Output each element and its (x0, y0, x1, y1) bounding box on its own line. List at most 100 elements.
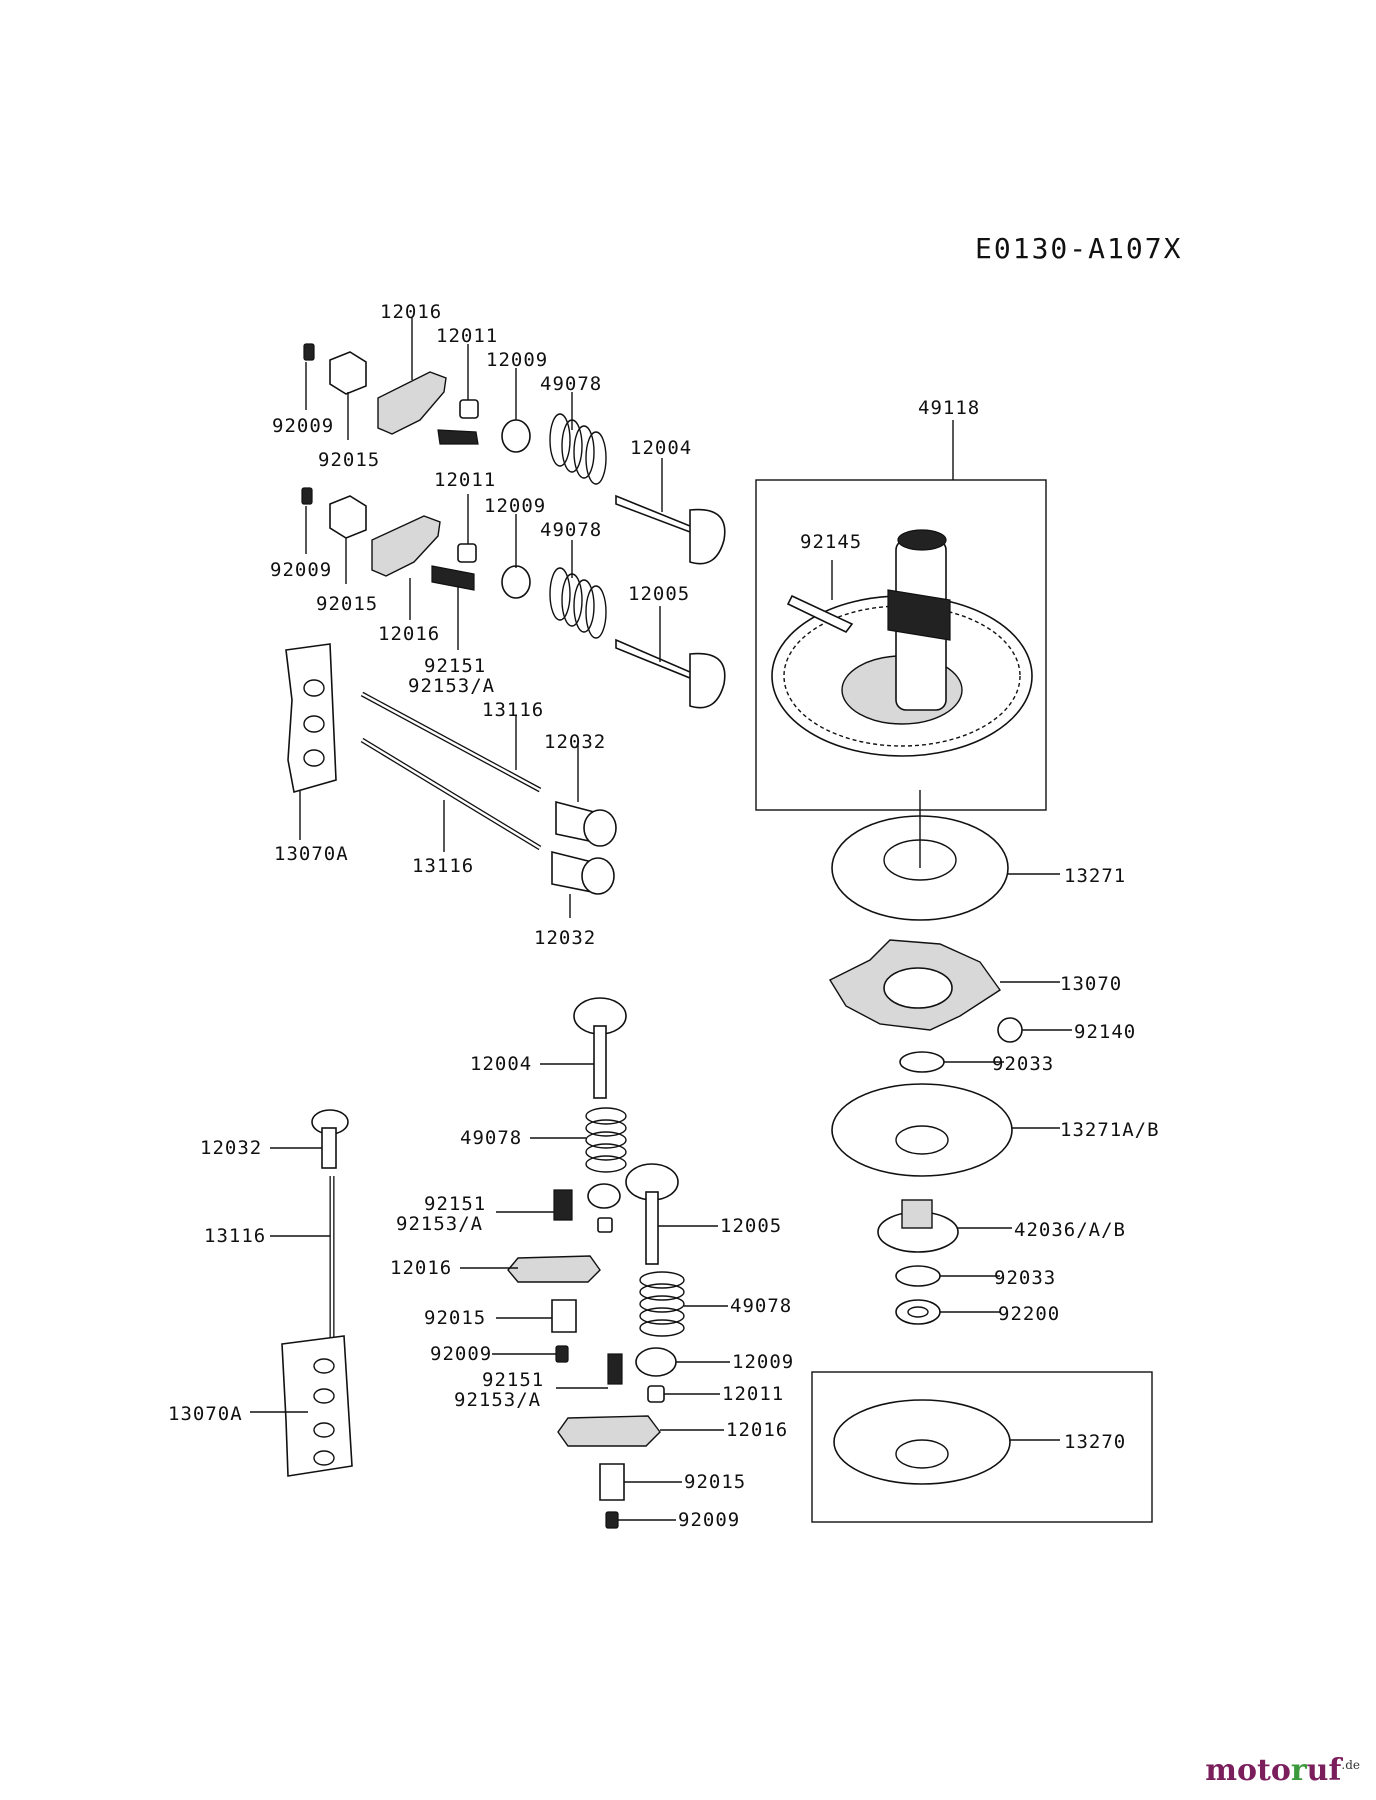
rocker-group-upper (303, 343, 726, 565)
watermark-brand-pre: moto (1205, 1753, 1291, 1788)
part-92015-a (329, 351, 367, 395)
label-13070A: 13070A (168, 1403, 243, 1425)
label-92151: 92151 (424, 655, 486, 677)
label-12009: 12009 (484, 495, 546, 517)
part-92009-a (303, 343, 315, 361)
label-12004: 12004 (630, 437, 692, 459)
label-12016: 12016 (380, 301, 442, 323)
part-92015-b (329, 495, 367, 539)
label-13270: 13270 (1064, 1431, 1126, 1453)
label-92140: 92140 (1074, 1021, 1136, 1043)
label-92153: 92153/A (396, 1213, 483, 1235)
label-12011: 12011 (722, 1383, 784, 1405)
part-13270-box (811, 1371, 1153, 1523)
part-12011-lower-a (597, 1217, 613, 1233)
label-12032: 12032 (544, 731, 606, 753)
label-12016: 12016 (378, 623, 440, 645)
label-49078: 49078 (460, 1127, 522, 1149)
label-92145: 92145 (800, 531, 862, 553)
part-12016-a (377, 371, 447, 435)
label-92015: 92015 (424, 1307, 486, 1329)
part-12009-a (501, 419, 531, 453)
part-49078-d (639, 1271, 685, 1337)
camshaft-assembly-box (755, 479, 1047, 811)
part-49078-c (585, 1107, 627, 1173)
label-92151: 92151 (482, 1369, 544, 1391)
part-12011-b (457, 543, 477, 563)
part-12009-b (501, 565, 531, 599)
label-12009: 12009 (732, 1351, 794, 1373)
part-92200 (895, 1299, 941, 1325)
rocker-group-middle (301, 487, 726, 709)
watermark-logo: motoruf.de (1205, 1753, 1360, 1788)
part-12011-a (459, 399, 479, 419)
label-12004: 12004 (470, 1053, 532, 1075)
label-12016: 12016 (390, 1257, 452, 1279)
part-92151-b (431, 565, 475, 591)
part-92009-lower-b (605, 1511, 619, 1529)
part-13271AB (831, 1083, 1013, 1177)
part-92015-lower-a (551, 1299, 577, 1333)
label-92153: 92153/A (408, 675, 495, 697)
label-12016: 12016 (726, 1419, 788, 1441)
part-92009-lower-a (555, 1345, 569, 1363)
part-92015-lower-b (599, 1463, 625, 1501)
part-92151-lower-b (607, 1353, 623, 1385)
part-49118-camshaft (771, 529, 1033, 757)
part-12016-lower-a (507, 1255, 601, 1283)
label-12009: 12009 (486, 349, 548, 371)
label-13116: 13116 (412, 855, 474, 877)
part-12016-b (371, 515, 441, 577)
label-92009: 92009 (270, 559, 332, 581)
part-92151-a (437, 429, 479, 445)
watermark-tld: .de (1341, 1758, 1360, 1772)
part-13070A-b (281, 1335, 353, 1477)
label-13116: 13116 (204, 1225, 266, 1247)
label-12011: 12011 (434, 469, 496, 491)
part-92140 (997, 1017, 1023, 1043)
label-92015: 92015 (684, 1471, 746, 1493)
label-12032: 12032 (534, 927, 596, 949)
part-92151-lower-a (553, 1189, 573, 1221)
label-13271: 13271 (1064, 865, 1126, 887)
diagram-code: E0130-A107X (975, 232, 1182, 265)
label-92009: 92009 (678, 1509, 740, 1531)
label-92009: 92009 (272, 415, 334, 437)
part-92009-b (301, 487, 313, 505)
label-49078: 49078 (730, 1295, 792, 1317)
label-13070A: 13070A (274, 843, 349, 865)
part-49078-a (549, 413, 607, 485)
label-49118: 49118 (918, 397, 980, 419)
part-12016-lower-b (557, 1415, 661, 1447)
label-92153: 92153/A (454, 1389, 541, 1411)
label-13070: 13070 (1060, 973, 1122, 995)
part-12009-lower-b (635, 1347, 677, 1377)
label-92151: 92151 (424, 1193, 486, 1215)
label-92200: 92200 (998, 1303, 1060, 1325)
part-12004-a (615, 494, 726, 565)
part-12009-lower-a (587, 1183, 621, 1209)
part-13270 (833, 1399, 1011, 1485)
label-13116: 13116 (482, 699, 544, 721)
label-92033: 92033 (992, 1053, 1054, 1075)
part-49078-b (549, 567, 607, 639)
label-92033: 92033 (994, 1267, 1056, 1289)
label-92015: 92015 (316, 593, 378, 615)
label-13271AB: 13271A/B (1060, 1119, 1160, 1141)
label-12005: 12005 (720, 1215, 782, 1237)
label-12011: 12011 (436, 325, 498, 347)
part-92145-spring (786, 594, 854, 634)
label-92015: 92015 (318, 449, 380, 471)
part-12011-lower-b (647, 1385, 665, 1403)
part-12005-a (615, 638, 726, 709)
watermark-brand-f: r (1290, 1753, 1307, 1788)
label-12005: 12005 (628, 583, 690, 605)
label-42036: 42036/A/B (1014, 1219, 1126, 1241)
label-92009: 92009 (430, 1343, 492, 1365)
label-12032: 12032 (200, 1137, 262, 1159)
label-49078: 49078 (540, 519, 602, 541)
part-92033-a (899, 1051, 945, 1073)
lower-valve-group (460, 997, 730, 1529)
part-13070A-a (285, 643, 337, 794)
label-49078: 49078 (540, 373, 602, 395)
